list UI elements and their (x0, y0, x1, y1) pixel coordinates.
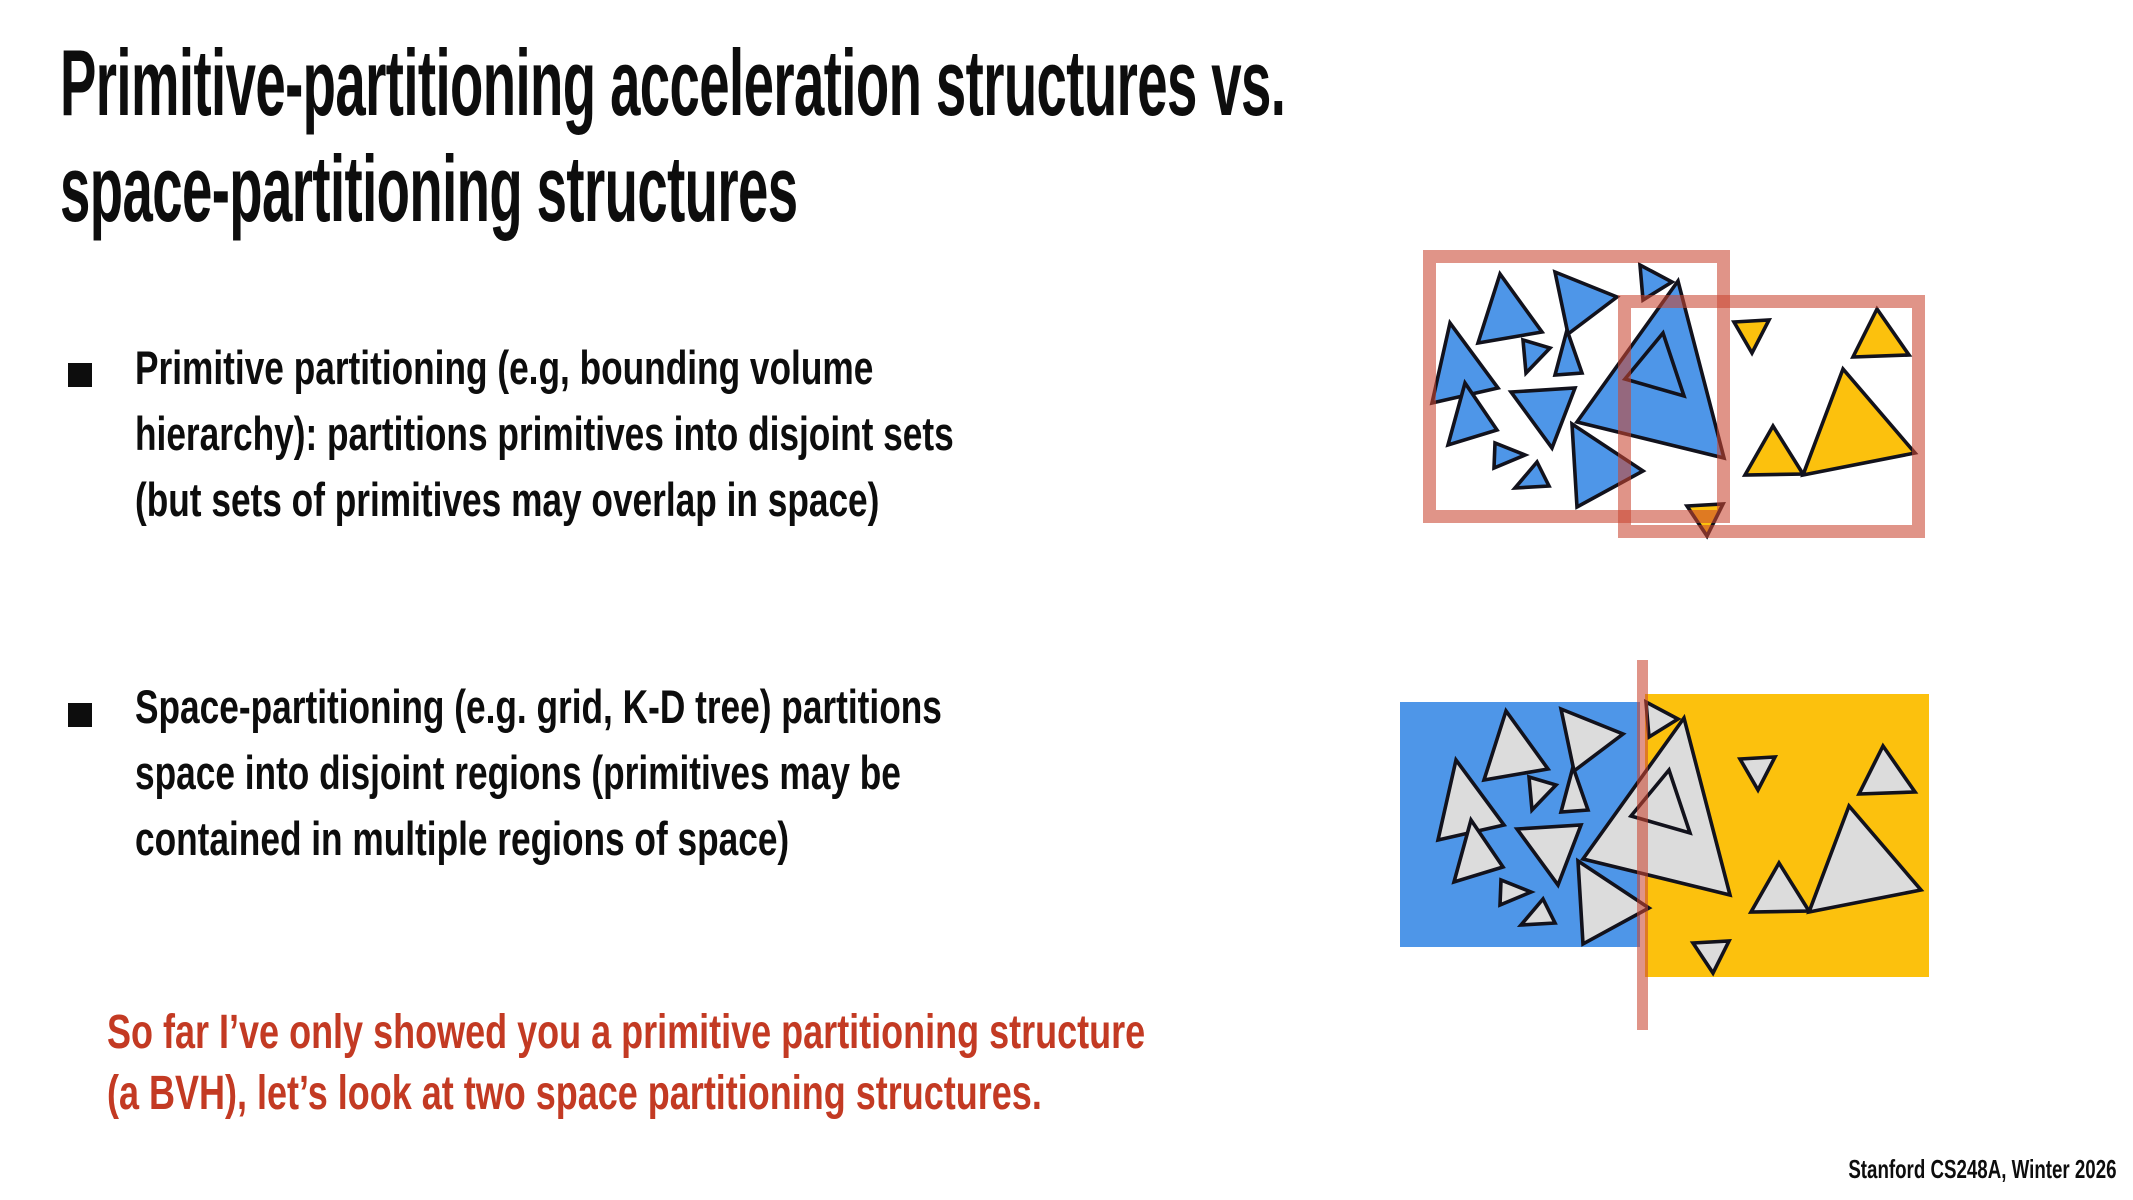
blue-triangle (1475, 270, 1546, 346)
gray-triangle (1736, 755, 1779, 794)
gray-triangle (1558, 760, 1591, 814)
course-footer: Stanford CS248A, Winter 2026 (1848, 1154, 2117, 1184)
blue-triangle (1510, 458, 1552, 491)
page-title: Primitive-partitioning acceleration stru… (60, 30, 1286, 242)
gray-triangle (1689, 939, 1732, 977)
blue-triangle (1520, 337, 1554, 378)
bullet-text-line: hierarchy): partitions primitives into d… (135, 407, 954, 460)
bullet-text-line: Space-partitioning (e.g. grid, K-D tree)… (135, 680, 942, 733)
blue-triangle (1552, 269, 1621, 338)
callout-text: So far I’ve only showed you a primitive … (107, 1002, 1145, 1124)
gray-triangle (1806, 802, 1925, 915)
title-line-1: Primitive-partitioning acceleration stru… (60, 30, 1286, 135)
yellow-triangle (1741, 422, 1807, 477)
bullet-primitive-partitioning: Primitive partitioning (e.g, bounding vo… (135, 335, 954, 533)
blue-triangle (1552, 323, 1585, 377)
bullet-space-partitioning: Space-partitioning (e.g. grid, K-D tree)… (135, 674, 942, 872)
gray-triangle (1516, 895, 1558, 928)
yellow-triangle (1730, 318, 1773, 357)
gray-triangle (1513, 823, 1584, 889)
blue-triangle (1492, 440, 1530, 471)
space-partitioning-diagram (1400, 660, 1929, 1030)
bullet-text-line: (but sets of primitives may overlap in s… (135, 473, 880, 526)
callout-line-1: So far I’ve only showed you a primitive … (107, 1006, 1146, 1059)
callout-line-2: (a BVH), let’s look at two space partiti… (107, 1067, 1042, 1120)
gray-triangle (1498, 877, 1536, 908)
bounding-box-outline (1618, 295, 1925, 538)
yellow-triangle (1800, 365, 1919, 478)
blue-triangle (1445, 378, 1500, 448)
bounding-box-outline (1423, 250, 1730, 523)
blue-triangle (1637, 261, 1676, 304)
bullet-square-icon (68, 703, 92, 727)
gray-triangle (1451, 815, 1506, 885)
blue-triangle (1621, 329, 1687, 399)
gray-triangle (1575, 857, 1653, 947)
gray-triangle (1747, 859, 1813, 914)
space-partition-line (1637, 660, 1648, 1030)
title-line-2: space-partitioning structures (60, 136, 798, 241)
gray-triangle (1481, 707, 1552, 783)
gray-triangle (1856, 742, 1919, 796)
yellow-triangle (1850, 305, 1913, 359)
bullet-text-line: Primitive partitioning (e.g, bounding vo… (135, 341, 874, 394)
bullet-text-line: space into disjoint regions (primitives … (135, 746, 901, 799)
bullet-text-line: contained in multiple regions of space) (135, 812, 790, 865)
bullet-square-icon (68, 363, 92, 387)
gray-triangle (1526, 774, 1560, 815)
primitive-partitioning-diagram (1423, 250, 1925, 540)
blue-triangle (1569, 420, 1647, 510)
blue-triangle (1507, 386, 1578, 452)
gray-triangle (1558, 706, 1627, 775)
